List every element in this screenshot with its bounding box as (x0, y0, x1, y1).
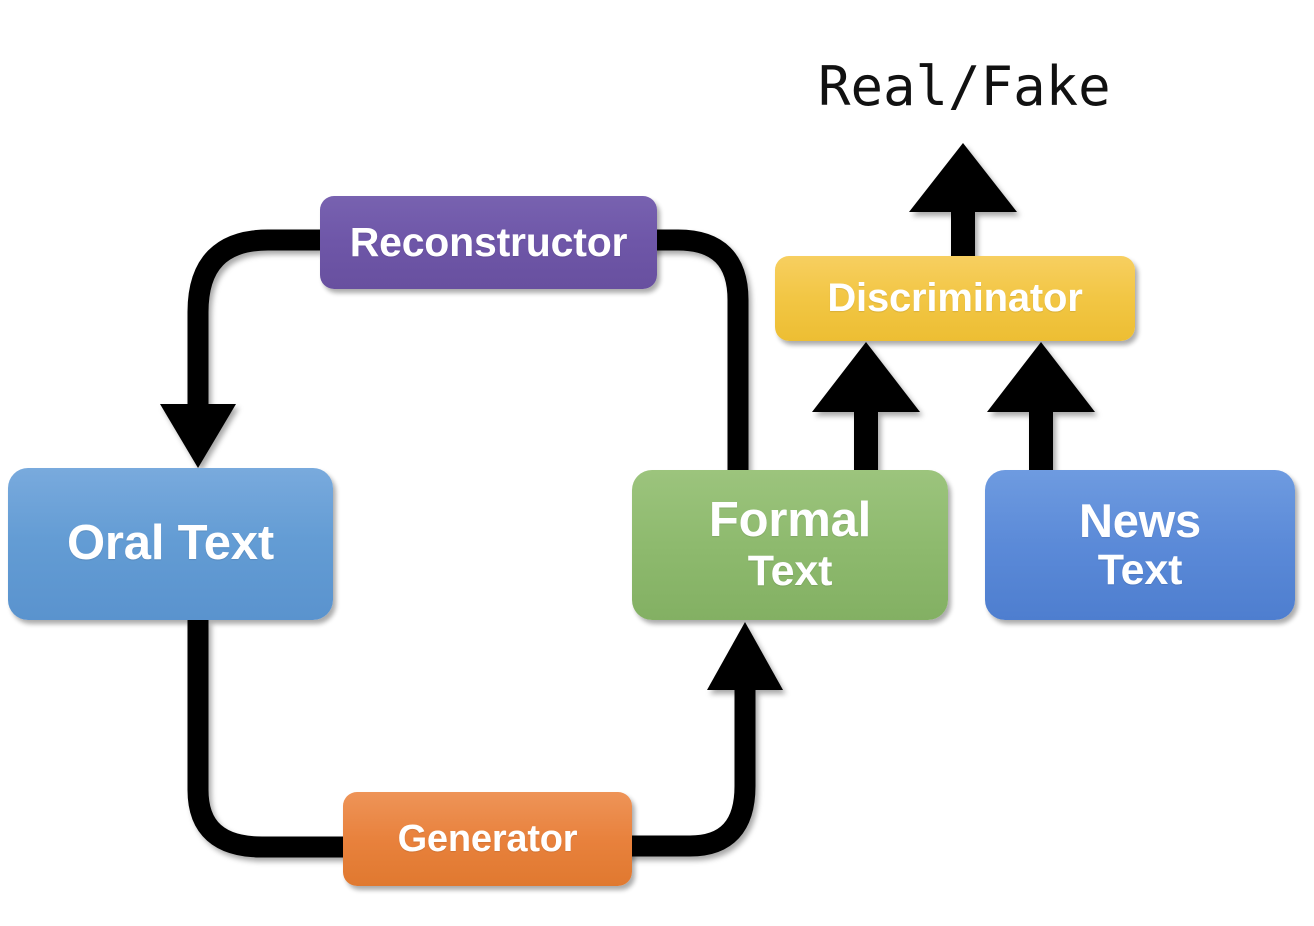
edge-generator-to-formal-text (625, 622, 783, 857)
node-generator-label: Generator (397, 817, 578, 860)
edge-formal-text-to-discriminator (812, 342, 920, 476)
edge-discriminator-to-output (909, 143, 1017, 260)
edge-oral-text-to-generator (187, 620, 352, 858)
node-news-text-label-line2: Text (1097, 546, 1183, 595)
node-formal-text-label-line2: Text (747, 547, 833, 596)
node-formal-text[interactable]: Formal Text (632, 470, 948, 620)
edge-news-text-to-discriminator (987, 342, 1095, 476)
edge-reconstructor-to-oral-text (160, 229, 320, 468)
node-oral-text-label: Oral Text (67, 516, 274, 571)
node-reconstructor-label: Reconstructor (349, 218, 628, 265)
node-news-text-label-line1: News (1079, 494, 1201, 548)
node-news-text[interactable]: News Text (985, 470, 1295, 620)
node-formal-text-label-line1: Formal (708, 493, 872, 548)
edge-formal-text-to-reconstructor (650, 229, 749, 474)
node-discriminator[interactable]: Discriminator (775, 256, 1135, 341)
output-label-real-fake: Real/Fake (818, 55, 1111, 118)
node-discriminator-label: Discriminator (827, 276, 1083, 321)
node-oral-text[interactable]: Oral Text (8, 468, 333, 620)
node-generator[interactable]: Generator (343, 792, 632, 886)
node-reconstructor[interactable]: Reconstructor (320, 196, 657, 289)
